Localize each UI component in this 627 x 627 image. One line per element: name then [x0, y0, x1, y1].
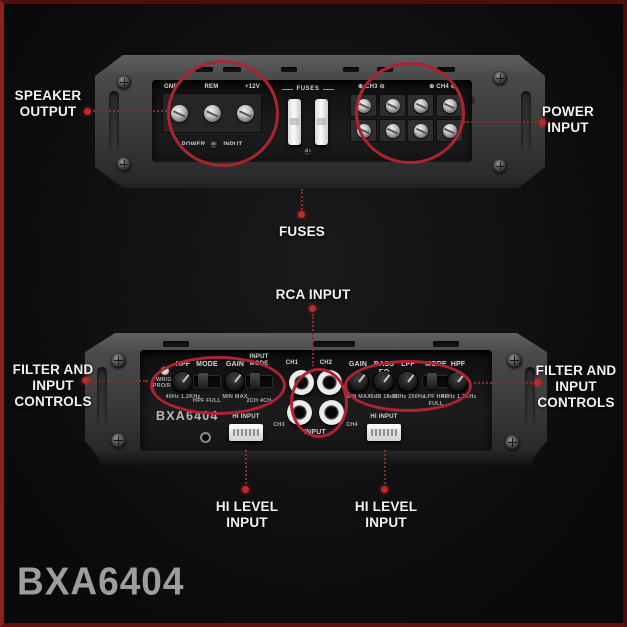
fuses-label: FUSES: [296, 86, 320, 93]
vent-slot: [437, 67, 455, 72]
corner-screw: [505, 435, 520, 450]
footer-model-text: BXA6404: [17, 560, 185, 603]
callout-dot: [242, 486, 249, 493]
callout-speaker-output: SPEAKER OUTPUT: [14, 88, 82, 120]
corner-screw: [493, 159, 507, 173]
hi-input-label-right: HI INPUT: [370, 414, 398, 420]
vent-slot: [313, 341, 355, 347]
fuse: [288, 99, 301, 145]
callout-line: [301, 189, 303, 210]
fuse-dash: [322, 89, 334, 90]
vent-slot: [281, 67, 297, 72]
mounting-groove: [97, 367, 107, 425]
corner-screw: [507, 353, 522, 368]
callout-power-input: POWER INPUT: [541, 104, 594, 136]
rca-ch3-label: CH3: [273, 422, 285, 428]
fuses-silkscreen: FUSES: [275, 85, 341, 94]
chassis-base: [99, 452, 533, 467]
corner-screw: [111, 433, 126, 448]
callout-line: [92, 380, 148, 382]
rca-ch4-label: CH4: [346, 422, 358, 428]
hi-input-label-left: HI INPUT: [232, 414, 260, 420]
callout-fuses: FUSES: [278, 224, 325, 239]
callout-rca-input: RCA INPUT: [275, 287, 351, 302]
panel-screw: [304, 148, 312, 156]
callout-dot: [84, 108, 91, 115]
highlight-circle-controls-left: [150, 356, 286, 415]
hpf-label-right: HPF: [450, 361, 466, 368]
callout-line: [384, 450, 386, 484]
callout-line: [464, 121, 537, 123]
callout-dot: [309, 305, 316, 312]
callout-filter-left: FILTER AND INPUT CONTROLS: [12, 362, 94, 410]
callout-hi-level-right: HI LEVEL INPUT: [354, 499, 418, 531]
corner-screw: [111, 353, 126, 368]
hi-input-connector-left: [229, 424, 263, 441]
gain-label-right: GAIN: [348, 361, 368, 368]
highlight-circle-speaker-terminals: [355, 62, 465, 164]
highlight-circle-rca: [290, 368, 348, 438]
callout-line: [312, 314, 314, 366]
vent-slot: [163, 341, 189, 347]
corner-screw: [117, 75, 131, 89]
callout-line: [93, 110, 167, 112]
vent-slot: [343, 67, 359, 72]
vent-slot: [433, 341, 459, 347]
highlight-circle-controls-right: [344, 360, 472, 412]
callout-dot: [298, 211, 305, 218]
highlight-circle-power-terminals: [167, 60, 279, 167]
callout-dot: [539, 119, 546, 126]
rca-ch2-label: CH2: [319, 360, 333, 366]
callout-filter-right: FILTER AND INPUT CONTROLS: [535, 363, 617, 411]
rca-ch1-label: CH1: [285, 360, 299, 366]
corner-screw: [493, 71, 507, 85]
mounting-groove: [109, 91, 119, 151]
corner-screw: [117, 157, 131, 171]
aux-jack: [200, 432, 211, 443]
fuse-dash: [282, 89, 294, 90]
callout-line: [245, 450, 247, 484]
callout-hi-level-left: HI LEVEL INPUT: [215, 499, 279, 531]
mounting-groove: [525, 367, 535, 425]
callout-dot: [82, 377, 89, 384]
fuse: [315, 99, 328, 145]
callout-dot: [534, 379, 541, 386]
hi-input-connector-right: [367, 424, 401, 441]
callout-dot: [381, 486, 388, 493]
callout-line: [474, 382, 532, 384]
gnd-label: GND: [164, 84, 178, 91]
